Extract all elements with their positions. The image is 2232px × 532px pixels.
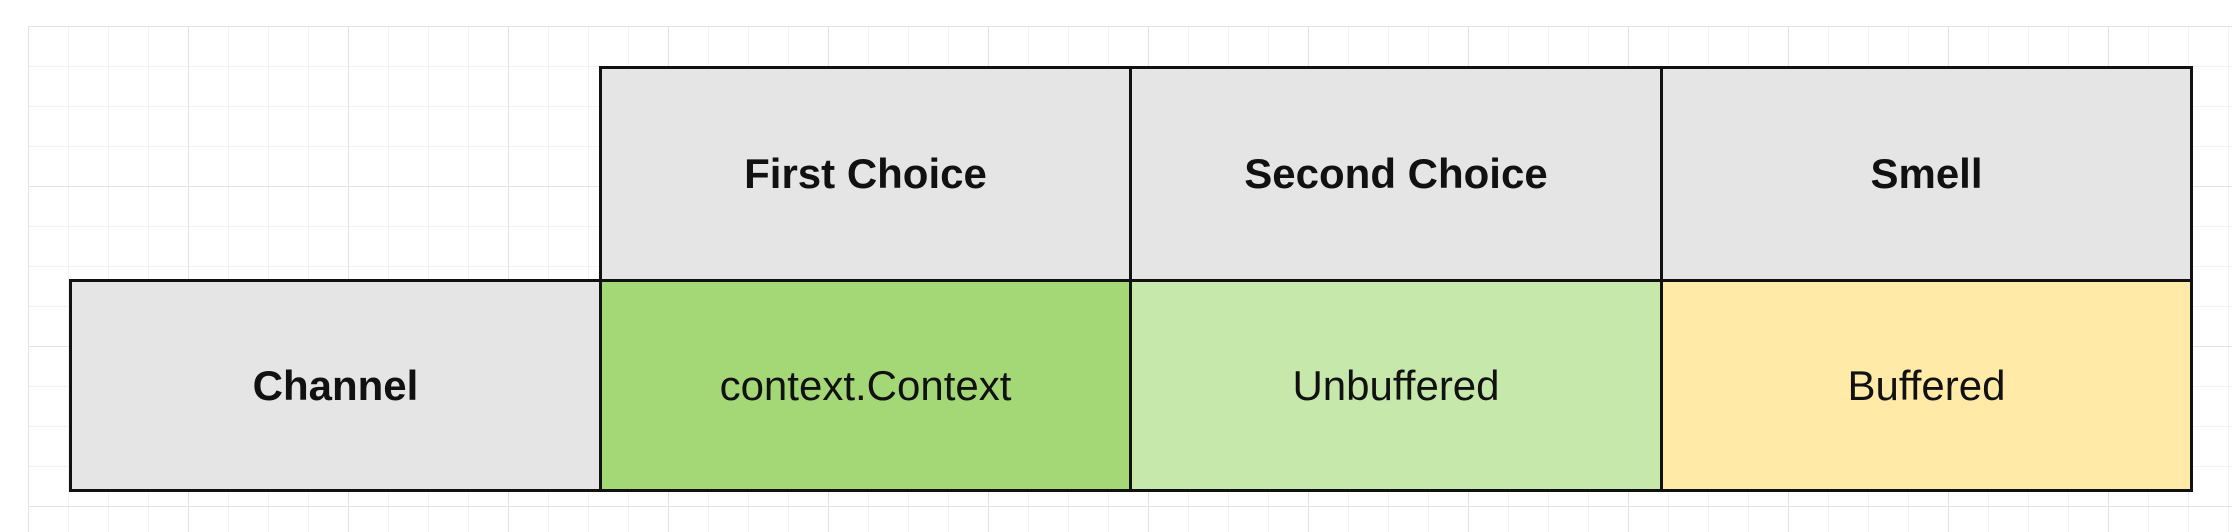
cell-first-choice: context.Context xyxy=(599,279,1132,492)
column-header-smell: Smell xyxy=(1660,66,2193,282)
column-header-first-choice: First Choice xyxy=(599,66,1132,282)
cell-smell: Buffered xyxy=(1660,279,2193,492)
column-header-second-choice: Second Choice xyxy=(1129,66,1663,282)
row-header-channel: Channel xyxy=(69,279,602,492)
cell-second-choice: Unbuffered xyxy=(1129,279,1663,492)
